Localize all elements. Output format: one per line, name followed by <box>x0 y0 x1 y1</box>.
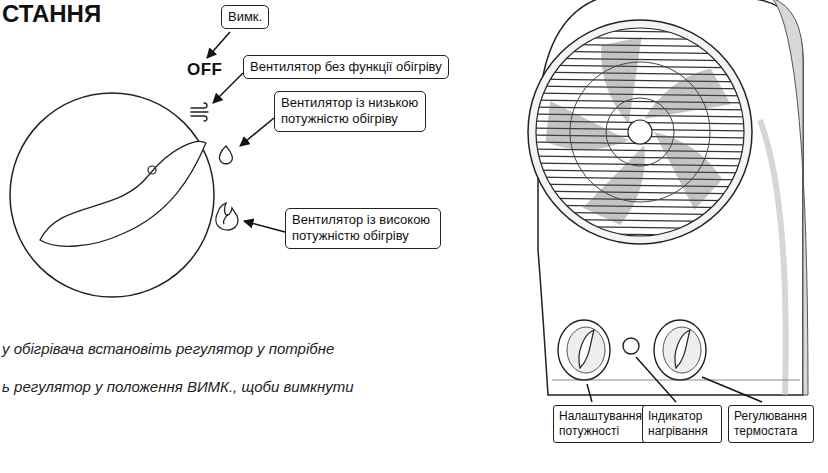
grille-bar <box>530 72 750 75</box>
grille-bar <box>530 226 750 229</box>
callout-box: Регулювання термостата <box>728 405 814 443</box>
leader-line <box>587 357 762 402</box>
callout-box: Налаштування потужності <box>553 405 650 443</box>
switch-position: OFF <box>187 60 223 80</box>
grille-bar <box>530 58 750 61</box>
grille-bar <box>530 191 750 194</box>
heading: СТАННЯ <box>2 0 101 28</box>
grille-bar <box>530 212 750 215</box>
instruction-text: ь регулятор у положення ВИМК., щоби вимк… <box>2 378 354 395</box>
low-heat-symbol <box>220 146 233 164</box>
grille-bar <box>530 30 750 33</box>
label-text: Індикатор нагрівання <box>648 409 716 439</box>
mode-label: Вентилятор із низькою потужністю обігрів… <box>274 91 426 132</box>
label-text: Регулювання термостата <box>734 409 808 439</box>
grille-bar <box>530 65 750 68</box>
label-text: Вентилятор із високою потужністю обігрів… <box>292 212 434 245</box>
state-label: Вимк. <box>221 5 269 29</box>
fan-blade <box>601 37 642 124</box>
grille-bar <box>530 51 750 54</box>
grille <box>530 30 750 236</box>
grille-bar <box>530 205 750 208</box>
grille-bar <box>530 198 750 201</box>
grille-bar <box>530 233 750 236</box>
high-heat-symbol <box>216 203 238 230</box>
fan-symbol <box>191 103 208 121</box>
heater <box>528 0 808 395</box>
fan-blade <box>583 145 645 225</box>
mode-label: Вентилятор без функції обігріву <box>243 55 449 79</box>
dial <box>10 93 214 297</box>
label-text: Налаштування потужності <box>559 409 644 439</box>
fan-blade <box>644 68 731 118</box>
label-text: Вимк. <box>228 9 262 25</box>
label-text: Вентилятор без функції обігріву <box>250 59 442 75</box>
grille-bar <box>530 219 750 222</box>
instruction-text: у обігрівача встановіть регулятор у потр… <box>2 340 334 357</box>
callout-box: Індикатор нагрівання <box>642 405 722 443</box>
label-text: Вентилятор із низькою потужністю обігрів… <box>281 95 419 128</box>
mode-label: Вентилятор із високою потужністю обігрів… <box>285 208 441 249</box>
